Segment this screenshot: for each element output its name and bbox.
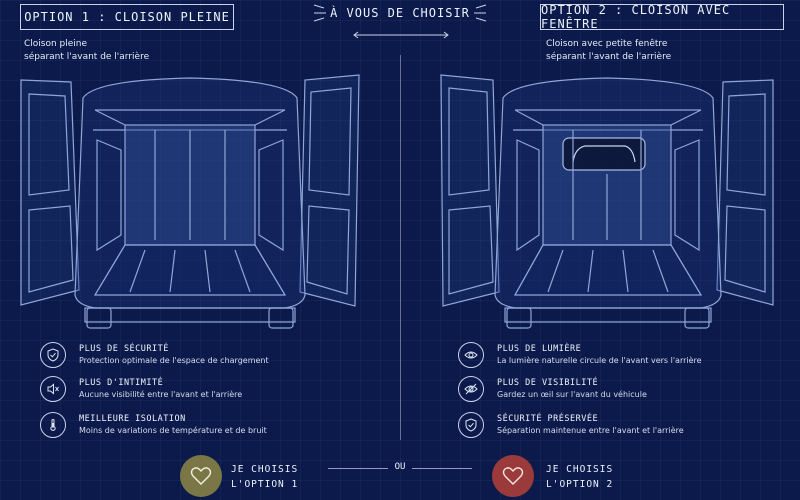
feature-title: PLUS DE VISIBILITÉ [497,378,599,388]
option2-desc-line1: Cloison avec petite fenêtre [546,39,668,49]
feature-title: PLUS DE SÉCURITÉ [79,344,169,354]
option1-desc-line1: Cloison pleine [24,39,88,49]
heart-icon [502,467,524,485]
option2-feature-visibility: PLUS DE VISIBILITÉ Gardez un œil sur l'a… [458,376,647,402]
feature-title: MEILLEURE ISOLATION [79,414,186,424]
choose-line1: JE CHOISIS [546,464,614,475]
choose-option1-label[interactable]: JE CHOISIS L'OPTION 1 [231,462,298,492]
feature-description: Séparation maintenue entre l'avant et l'… [497,426,684,435]
right-bracket-decoration-icon [474,4,487,22]
double-arrow-icon [353,31,449,39]
choose-line2: L'OPTION 1 [231,479,299,490]
choose-option2-button[interactable] [492,455,534,497]
shield-check-icon [458,412,484,438]
heart-icon [190,467,212,485]
option1-feature-security: PLUS DE SÉCURITÉ Protection optimale de … [40,342,269,368]
eye-icon [458,342,484,368]
choose-line1: JE CHOISIS [231,464,299,475]
option2-desc-line2: séparant l'avant de l'arrière [546,52,672,62]
feature-description: Protection optimale de l'espace de charg… [79,356,269,365]
option1-description: Cloison pleine séparant l'avant de l'arr… [24,38,149,64]
choose-option1-button[interactable] [180,455,222,497]
eye-slash-icon [458,376,484,402]
option1-feature-privacy: PLUS D'INTIMITÉ Aucune visibilité entre … [40,376,242,402]
van-window-partition-illustration [440,74,774,329]
option1-feature-insulation: MEILLEURE ISOLATION Moins de variations … [40,412,267,438]
van-solid-partition-illustration [20,74,360,329]
feature-description: Aucune visibilité entre l'avant et l'arr… [79,390,243,399]
feature-title: SÉCURITÉ PRÉSERVÉE [497,414,599,424]
speaker-mute-icon [40,376,66,402]
feature-description: La lumière naturelle circule de l'avant … [497,356,702,365]
option2-title: OPTION 2 : CLOISON AVEC FENÊTRE [540,3,784,31]
center-divider [400,55,401,440]
feature-title: PLUS DE LUMIÈRE [497,344,582,354]
or-separator-line-right [412,468,472,469]
feature-title: PLUS D'INTIMITÉ [79,378,164,388]
shield-check-icon [40,342,66,368]
choose-option2-label[interactable]: JE CHOISIS L'OPTION 2 [546,462,613,492]
choose-line2: L'OPTION 2 [546,479,614,490]
feature-description: Gardez un œil sur l'avant du véhicule [497,390,647,399]
thermometer-icon [40,412,66,438]
or-separator-line-left [328,468,388,469]
or-separator-text: OU [394,462,406,472]
center-title: À VOUS DE CHOISIR [330,6,470,20]
option1-desc-line2: séparant l'avant de l'arrière [24,52,150,62]
left-bracket-decoration-icon [313,4,326,22]
option1-title: OPTION 1 : CLOISON PLEINE [20,4,234,30]
feature-description: Moins de variations de température et de… [79,426,267,435]
option2-feature-light: PLUS DE LUMIÈRE La lumière naturelle cir… [458,342,702,368]
option2-feature-security: SÉCURITÉ PRÉSERVÉE Séparation maintenue … [458,412,684,438]
option2-description: Cloison avec petite fenêtre séparant l'a… [546,38,671,64]
